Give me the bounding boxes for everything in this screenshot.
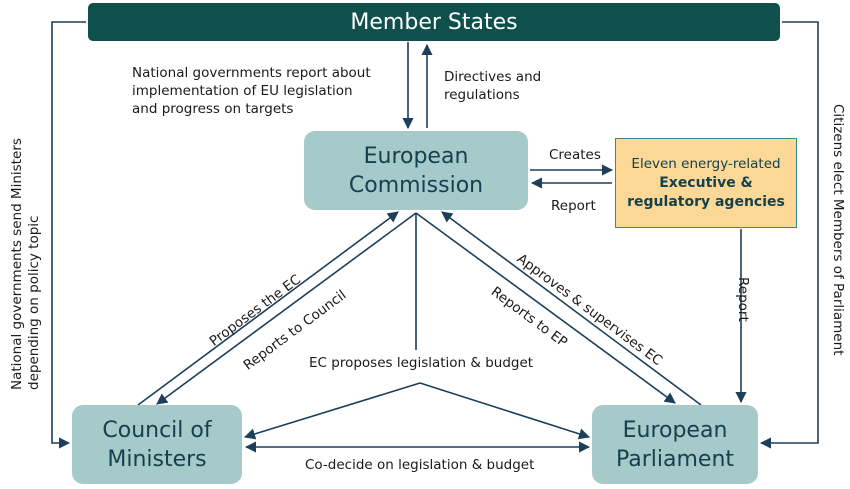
agencies-line1: Eleven energy-related bbox=[631, 155, 781, 172]
label-right-side: Citizens elect Members of Parliament bbox=[830, 104, 846, 356]
arrow-ec-to-parliament bbox=[419, 382, 591, 440]
member-states-banner: Member States bbox=[88, 3, 780, 41]
agencies-box: Eleven energy-related Executive & regula… bbox=[615, 138, 797, 228]
label-directives: Directives and regulations bbox=[444, 69, 542, 103]
label-ec-proposes: EC proposes legislation & budget bbox=[307, 354, 536, 372]
agencies-line2: Executive & bbox=[659, 174, 753, 191]
commission-line1: European bbox=[363, 143, 469, 169]
arrow-reports-council bbox=[156, 212, 417, 405]
arrow-reports-ep bbox=[415, 212, 676, 404]
parliament-line2: Parliament bbox=[615, 446, 735, 472]
council-line1: Council of bbox=[102, 417, 212, 443]
parliament-line1: European bbox=[622, 417, 728, 443]
commission-line2: Commission bbox=[348, 172, 484, 198]
label-creates: Creates bbox=[549, 147, 601, 163]
label-report-down: Report bbox=[735, 277, 751, 322]
arrow-approves bbox=[441, 211, 702, 406]
council-line2: Ministers bbox=[107, 446, 207, 472]
arrow-ec-to-council bbox=[243, 382, 421, 440]
label-left-side: National governments send Ministers depe… bbox=[9, 138, 42, 390]
european-commission-box: European Commission bbox=[304, 131, 528, 210]
agencies-line3: regulatory agencies bbox=[627, 193, 785, 210]
label-codecide: Co-decide on legislation & budget bbox=[305, 457, 535, 473]
european-parliament-box: European Parliament bbox=[592, 405, 758, 484]
label-report-to-ec: Report bbox=[551, 198, 596, 214]
arrow-left-loop bbox=[51, 21, 86, 449]
label-national-report: National governments report about implem… bbox=[132, 65, 371, 117]
arrow-right-loop bbox=[759, 21, 819, 449]
member-states-title: Member States bbox=[350, 9, 518, 35]
arrow-proposes-ec bbox=[137, 211, 399, 406]
council-of-ministers-box: Council of Ministers bbox=[72, 405, 242, 484]
